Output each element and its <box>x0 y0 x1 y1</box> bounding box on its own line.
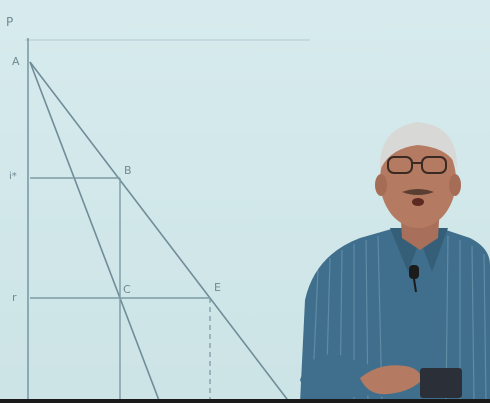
presenter-hair <box>379 122 458 170</box>
level-label-pstar: i* <box>9 171 17 182</box>
level-label-r: r <box>12 291 17 304</box>
presenter <box>300 122 490 403</box>
presenter-hand <box>360 365 422 395</box>
point-label-b: B <box>124 164 132 177</box>
line-a-e <box>29 61 291 403</box>
microphone-icon <box>409 265 419 293</box>
line-a-c <box>29 61 161 403</box>
point-label-c: C <box>123 283 131 296</box>
glasses-icon <box>387 156 447 174</box>
bottom-edge <box>0 399 490 403</box>
point-label-a: A <box>12 55 20 68</box>
held-object <box>420 368 462 398</box>
point-label-e: E <box>214 281 221 294</box>
axis-label-y: P <box>6 15 14 29</box>
